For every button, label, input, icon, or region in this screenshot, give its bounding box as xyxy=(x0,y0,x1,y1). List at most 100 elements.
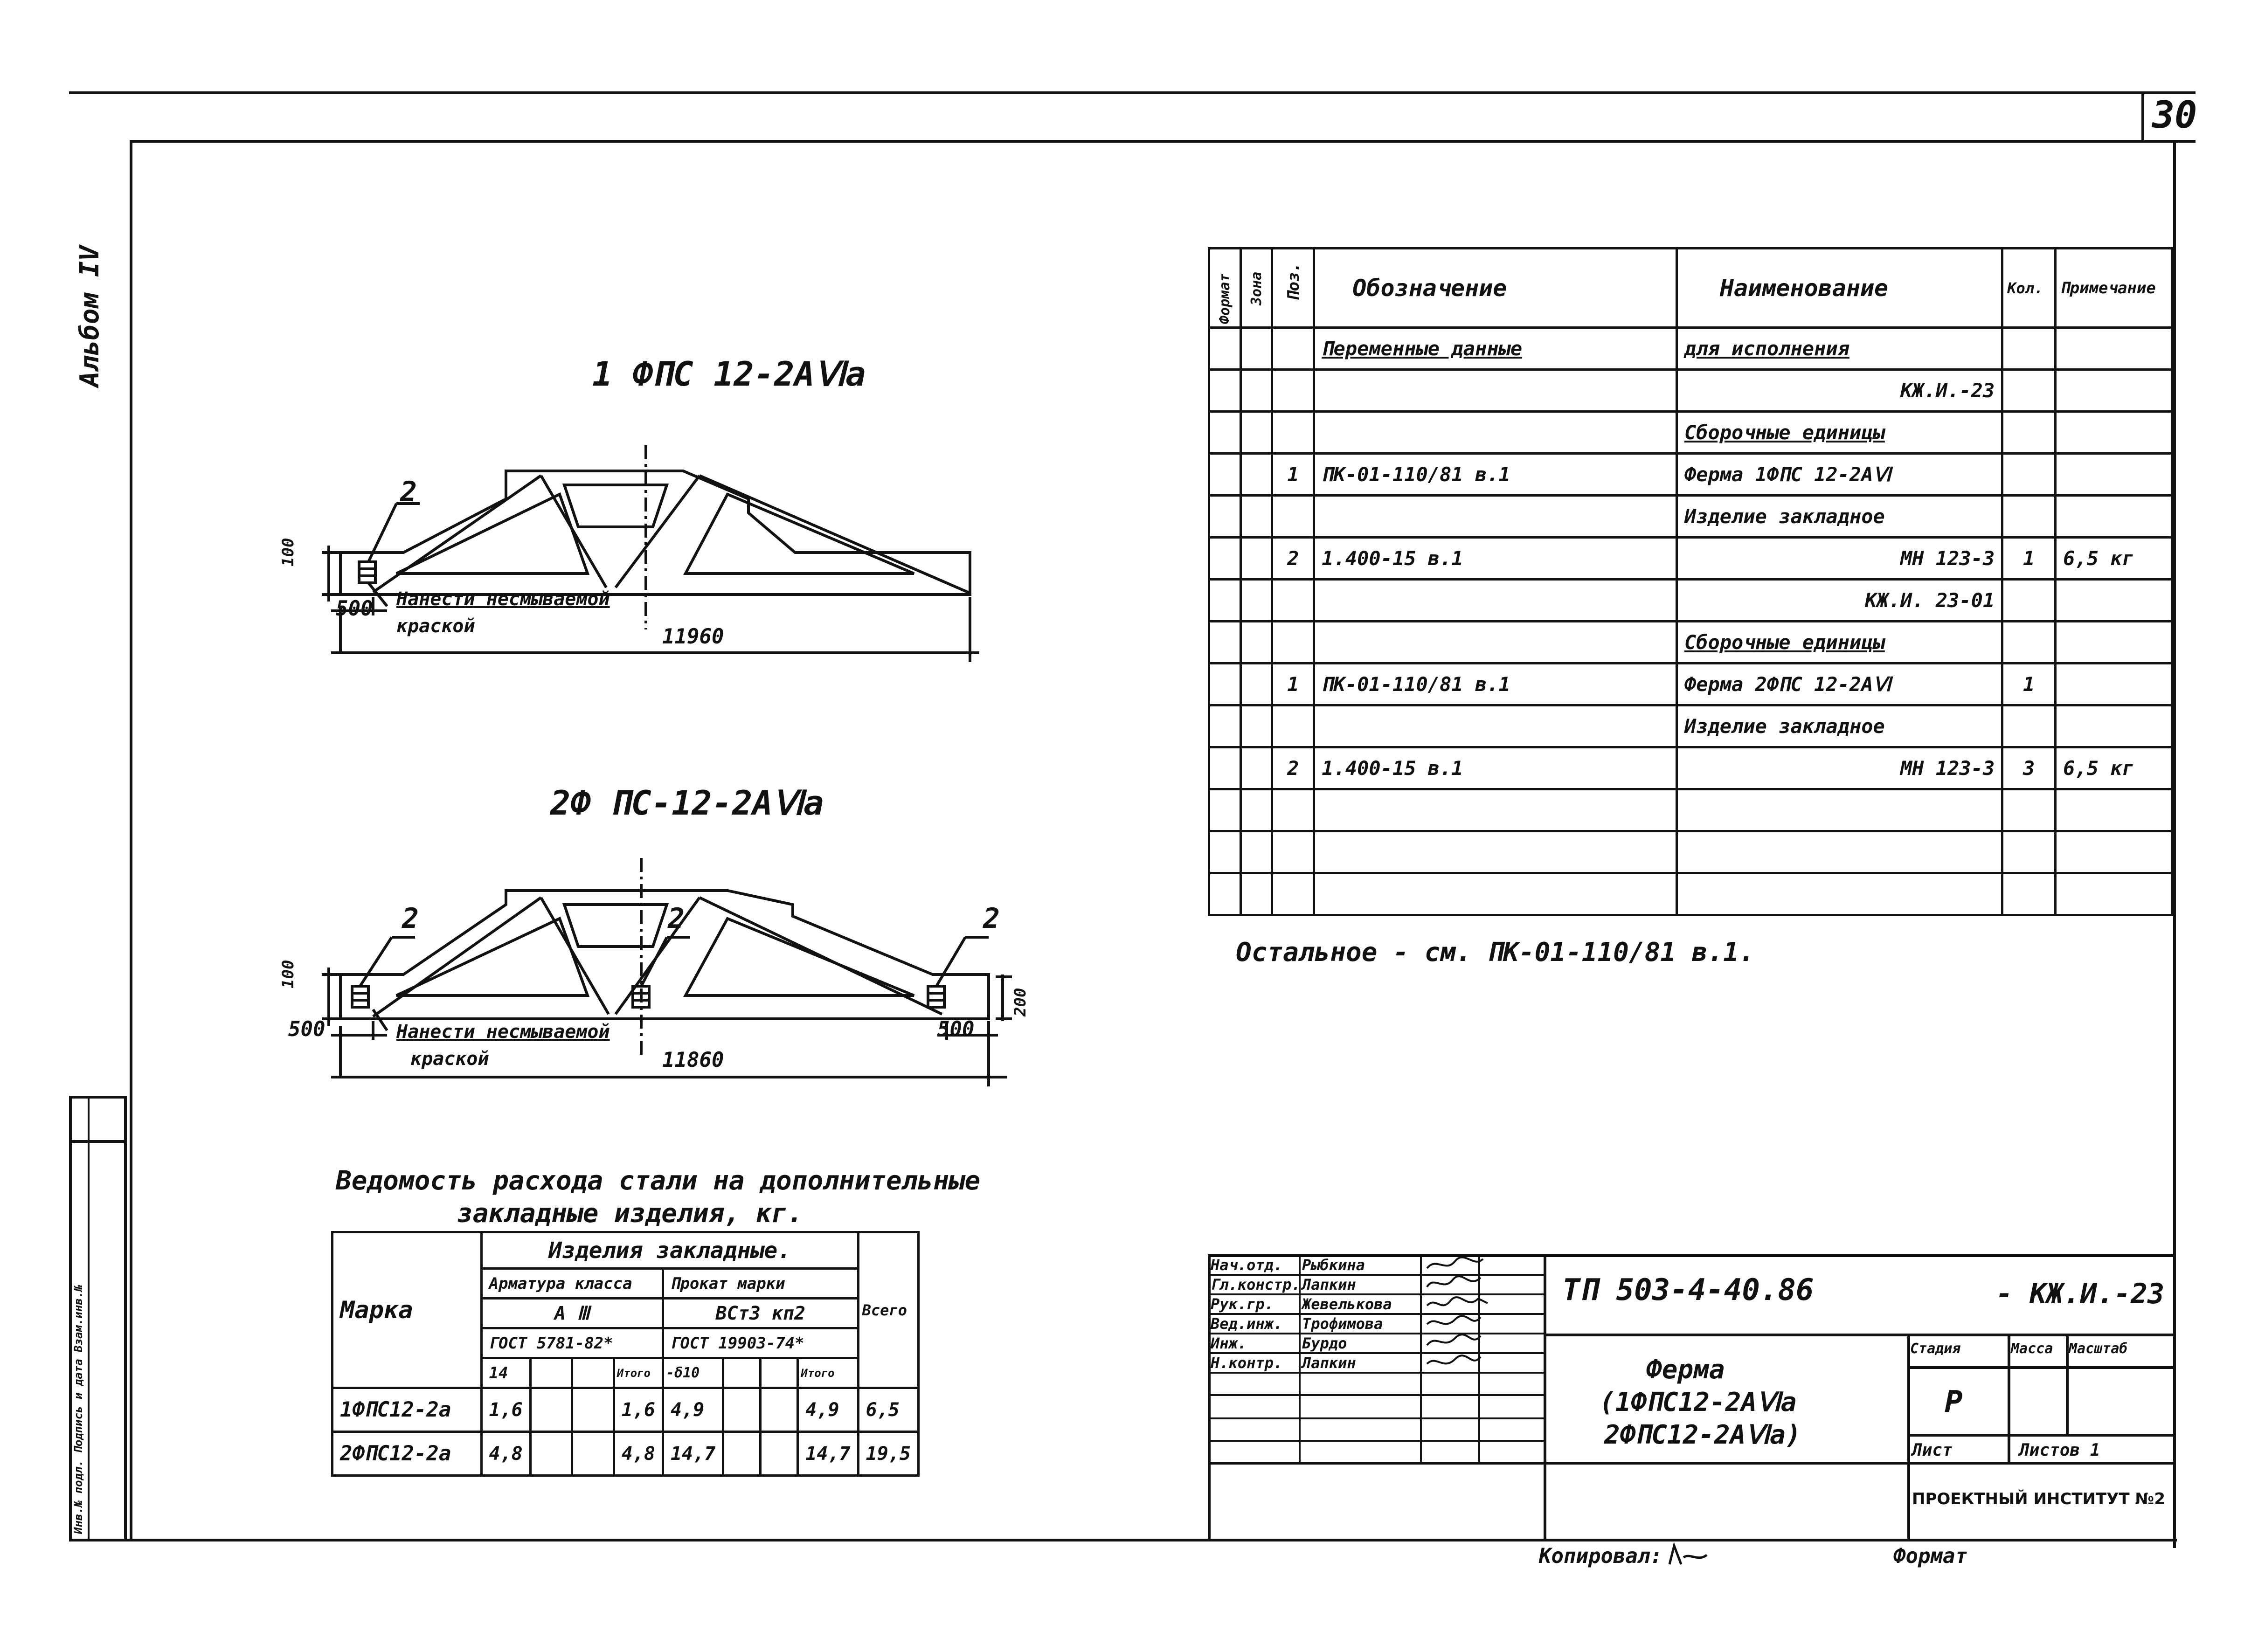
steel-title-line2: закладные изделия, кг. xyxy=(457,1198,803,1229)
steel-h-sum2: Итого xyxy=(797,1357,859,1389)
format-label: Формат xyxy=(1893,1544,1967,1568)
truss2-panel-top xyxy=(562,903,669,948)
steel-cell-mark: 2ФПС12-2а xyxy=(331,1431,483,1477)
tb-h-scale: Масштаб xyxy=(2069,1341,2128,1357)
spec-cell-name: Ферма 1ФПС 12-2АⅥ xyxy=(1675,452,2004,497)
table-row xyxy=(1208,788,2173,832)
spec-cell-note xyxy=(2054,704,2173,748)
table-row: 1ФПС12-2а 1,6 1,6 4,9 4,9 6,5 xyxy=(331,1387,920,1433)
spec-cell-pos: 1 xyxy=(1271,452,1316,497)
spec-cell-qty: 1 xyxy=(2001,662,2057,706)
spec-cell-note xyxy=(2054,662,2173,706)
truss1-panel-right xyxy=(683,492,915,575)
truss1-title: 1 ФПС 12-2АⅥа xyxy=(592,354,866,394)
truss1-dim-height: 100 xyxy=(279,538,298,567)
steel-h-rolled: Прокат марки xyxy=(661,1267,859,1299)
truss2-note-line1: Нанести несмываемой xyxy=(396,1021,610,1043)
spec-cell-qty xyxy=(2001,578,2057,622)
steel-h-rebar-class: А Ⅲ xyxy=(480,1297,664,1329)
steel-cell-d10: 14,7 xyxy=(661,1431,725,1477)
spec-remark: Остальное - см. ПК-01-110/81 в.1. xyxy=(1236,937,1755,968)
spec-cell-qty xyxy=(2001,704,2057,748)
truss1-outline xyxy=(338,470,971,596)
steel-title-line1: Ведомость расхода стали на дополнительны… xyxy=(336,1166,981,1196)
steel-h-items: Изделия закладные. xyxy=(480,1231,859,1270)
table-row xyxy=(1208,830,2173,874)
spec-h-note: Примечание xyxy=(2054,247,2173,329)
spec-h-qty: Кол. xyxy=(2001,247,2057,329)
spec-cell-designation: 1.400-15 в.1 xyxy=(1313,746,1678,790)
spec-cell-qty xyxy=(2001,368,2057,413)
spec-cell-name: Ферма 2ФПС 12-2АⅥ xyxy=(1675,662,2004,706)
tb-role-6: Н.контр. xyxy=(1211,1354,1283,1372)
table-row: КЖ.И. 23-01 xyxy=(1208,578,2173,622)
tb-name-5: Бурдо xyxy=(1302,1334,1347,1352)
tb-h-mass: Масса xyxy=(2011,1341,2053,1357)
spec-cell-pos xyxy=(1271,494,1316,539)
page-number: 30 xyxy=(2152,93,2197,137)
spec-cell-pos xyxy=(1271,368,1316,413)
copied-by: Копировал: xyxy=(1539,1544,1662,1568)
tb-role-1: Нач.отд. xyxy=(1211,1256,1283,1274)
table-row xyxy=(1208,872,2173,916)
signatures xyxy=(1426,1256,1488,1365)
spec-cell-designation xyxy=(1313,704,1678,748)
steel-cell-total: 19,5 xyxy=(857,1431,920,1477)
steel-cell-d10: 4,9 xyxy=(661,1387,725,1433)
spec-cell-name: Изделие закладное xyxy=(1675,704,2004,748)
spec-cell-pos: 1 xyxy=(1271,662,1316,706)
steel-table: Марка Изделия закладные. Всего Арматура … xyxy=(331,1231,920,1477)
spec-cell-note xyxy=(2054,578,2173,622)
truss2-drawing xyxy=(322,858,1012,1086)
truss2-pos-left: 2 xyxy=(402,902,419,935)
tb-name-2: Лапкин xyxy=(1302,1276,1356,1293)
strip-text: Инв.№ подл. Подпись и дата Взам.инв.№ xyxy=(72,1285,85,1534)
tb-org: ПРОЕКТНЫЙ ИНСТИТУТ №2 xyxy=(1912,1490,2165,1508)
spec-h-pos: Поз. xyxy=(1284,263,1303,301)
tb-role-3: Рук.гр. xyxy=(1211,1295,1274,1313)
steel-h-rebar-gost: ГОСТ 5781-82* xyxy=(480,1327,664,1359)
spec-cell-designation xyxy=(1313,494,1678,539)
spec-cell-qty xyxy=(2001,620,2057,664)
spec-cell-qty xyxy=(2001,326,2057,371)
tb-role-4: Вед.инж. xyxy=(1211,1315,1283,1333)
tb-stage: Р xyxy=(1945,1385,1963,1419)
spec-cell-pos xyxy=(1271,620,1316,664)
spec-cell-designation xyxy=(1313,410,1678,455)
table-row: Изделие закладное xyxy=(1208,494,2173,539)
spec-cell-note xyxy=(2054,452,2173,497)
spec-cell-qty xyxy=(2001,410,2057,455)
spec-cell-name: МН 123-3 xyxy=(1675,746,2004,790)
spec-cell-name: Изделие закладное xyxy=(1675,494,2004,539)
spec-h-designation: Обозначение xyxy=(1313,247,1678,329)
tb-name-3: Жевелькова xyxy=(1302,1295,1392,1313)
spec-cell-designation: 1.400-15 в.1 xyxy=(1313,536,1678,581)
truss1-drawing xyxy=(322,445,979,662)
spec-cell-pos: 2 xyxy=(1271,536,1316,581)
steel-h-d10: -δ10 xyxy=(661,1357,725,1389)
spec-cell-designation xyxy=(1313,620,1678,664)
left-binding-strip: Инв.№ подл. Подпись и дата Взам.инв.№ xyxy=(69,1096,127,1539)
spec-cell-note: 6,5 кг xyxy=(2054,746,2173,790)
spec-cell-note xyxy=(2054,326,2173,371)
truss1-note-line1: Нанести несмываемой xyxy=(396,588,610,610)
steel-h-rolled-gost: ГОСТ 19903-74* xyxy=(661,1327,859,1359)
steel-cell-sum1: 4,8 xyxy=(612,1431,664,1477)
spec-cell-pos xyxy=(1271,704,1316,748)
truss1-pos-label: 2 xyxy=(400,476,417,508)
tb-code-suffix: - КЖ.И.-23 xyxy=(1996,1278,2165,1310)
steel-cell-mark: 1ФПС12-2а xyxy=(331,1387,483,1433)
spec-cell-designation xyxy=(1313,368,1678,413)
truss1-note-line2: краской xyxy=(396,615,475,637)
album-label: Альбом IV xyxy=(75,245,105,387)
steel-h-d14: 14 xyxy=(480,1357,532,1389)
table-row: КЖ.И.-23 xyxy=(1208,368,2173,413)
table-row: 2ФПС12-2а 4,8 4,8 14,7 14,7 19,5 xyxy=(331,1431,920,1477)
truss1-panel-top xyxy=(562,484,669,528)
tb-role-5: Инж. xyxy=(1211,1334,1247,1352)
table-row: Сборочные единицы xyxy=(1208,620,2173,664)
steel-cell-total: 6,5 xyxy=(857,1387,920,1433)
